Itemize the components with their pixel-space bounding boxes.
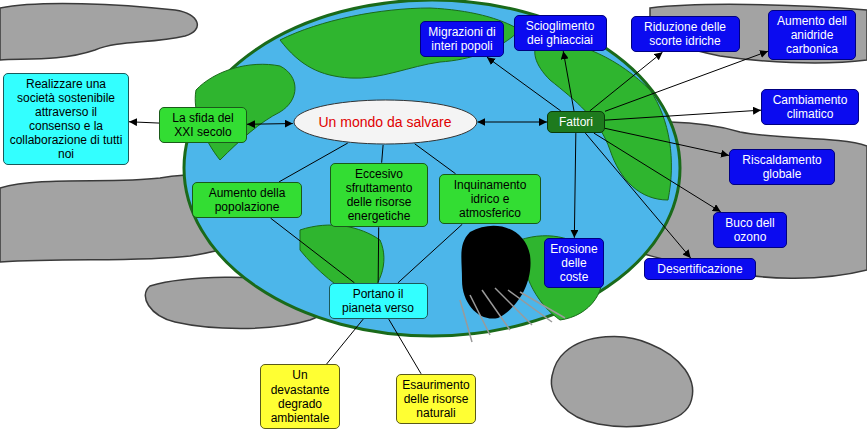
cause-box: Eccesivo sfruttamento delle risorse ener… [330, 163, 428, 228]
oil-spill [461, 226, 530, 319]
illustration-shape [535, 40, 672, 200]
node-text: Buco dell ozono [718, 216, 782, 244]
node-text: Aumento dell anidride carbonica [773, 14, 851, 56]
node-text: La sfida del XXI secolo [164, 111, 242, 139]
connector [590, 52, 663, 111]
node-text: Aumento della popolazione [197, 186, 297, 214]
node-text: Inquinamento idrico e atmosferico [444, 178, 536, 220]
goal-box: Realizzare una società sostenibile attra… [3, 73, 129, 166]
factor-box: Riscaldamento globale [729, 149, 835, 185]
node-text: Riscaldamento globale [734, 153, 830, 181]
connector [382, 145, 383, 163]
node-text: Eccesivo sfruttamento delle risorse ener… [335, 167, 423, 224]
node-text: Migrazioni di interi popoli [425, 25, 499, 53]
node-text: Fattori [552, 115, 600, 129]
connector [574, 133, 575, 238]
topic-box: La sfida del XXI secolo [159, 107, 247, 143]
illustration-shape [460, 300, 472, 342]
connector [129, 122, 159, 123]
node-text: Portano il pianeta verso [334, 287, 423, 315]
node-text: Riduzione delle scorte idriche [636, 20, 735, 48]
cause-box: Inquinamento idrico e atmosferico [439, 174, 541, 224]
factor-box: Aumento dell anidride carbonica [768, 10, 856, 60]
factor-box: Cambiamento climatico [761, 89, 859, 125]
connector [398, 224, 462, 283]
connector [247, 123, 293, 125]
node-text: Realizzare una società sostenibile attra… [8, 77, 124, 162]
connector [594, 133, 721, 212]
factor-box: Erosione delle coste [544, 238, 604, 288]
connector [389, 319, 421, 374]
illustration-shape [280, 8, 520, 78]
node-text: Un devastante degrado ambientale [265, 368, 335, 425]
node-text: Erosione delle coste [549, 242, 599, 284]
illustration-shape [482, 290, 510, 330]
illustration-shape [551, 336, 692, 426]
central-ellipse: Un mondo da salvare [293, 99, 478, 145]
cause-box: Aumento della popolazione [192, 182, 302, 218]
node-text: Scioglimento dei ghiacciai [519, 19, 602, 47]
factor-box: Scioglimento dei ghiacciai [514, 15, 607, 51]
node-text: Esaurimento delle risorse naturali [401, 378, 471, 420]
factor-box: Riduzione delle scorte idriche [631, 16, 740, 52]
globe [184, 0, 680, 336]
continent [195, 8, 671, 320]
factor-box: Migrazioni di interi popoli [420, 21, 504, 57]
connector [477, 122, 547, 123]
consequence-hub: Portano il pianeta verso [329, 283, 428, 319]
node-text: Cambiamento climatico [766, 93, 854, 121]
illustration-shape [520, 292, 565, 318]
illustration-shape [0, 4, 197, 60]
factor-box: Buco dell ozono [713, 212, 787, 248]
connector [605, 51, 768, 111]
node-text: Desertificazione [649, 262, 751, 276]
illustration-shape [470, 295, 490, 335]
connector [326, 319, 363, 364]
connector [271, 218, 355, 283]
wind-lines [460, 288, 565, 342]
node-text: Un mondo da salvare [318, 114, 451, 131]
connector [563, 51, 574, 111]
hub-box: Fattori [547, 111, 605, 133]
outcome-box: Un devastante degrado ambientale [260, 364, 340, 429]
ellipse-shape [294, 100, 477, 144]
factor-box: Desertificazione [644, 258, 756, 280]
outcome-box: Esaurimento delle risorse naturali [396, 374, 476, 424]
connector [487, 57, 561, 111]
connector [378, 227, 380, 283]
connector [605, 110, 761, 120]
